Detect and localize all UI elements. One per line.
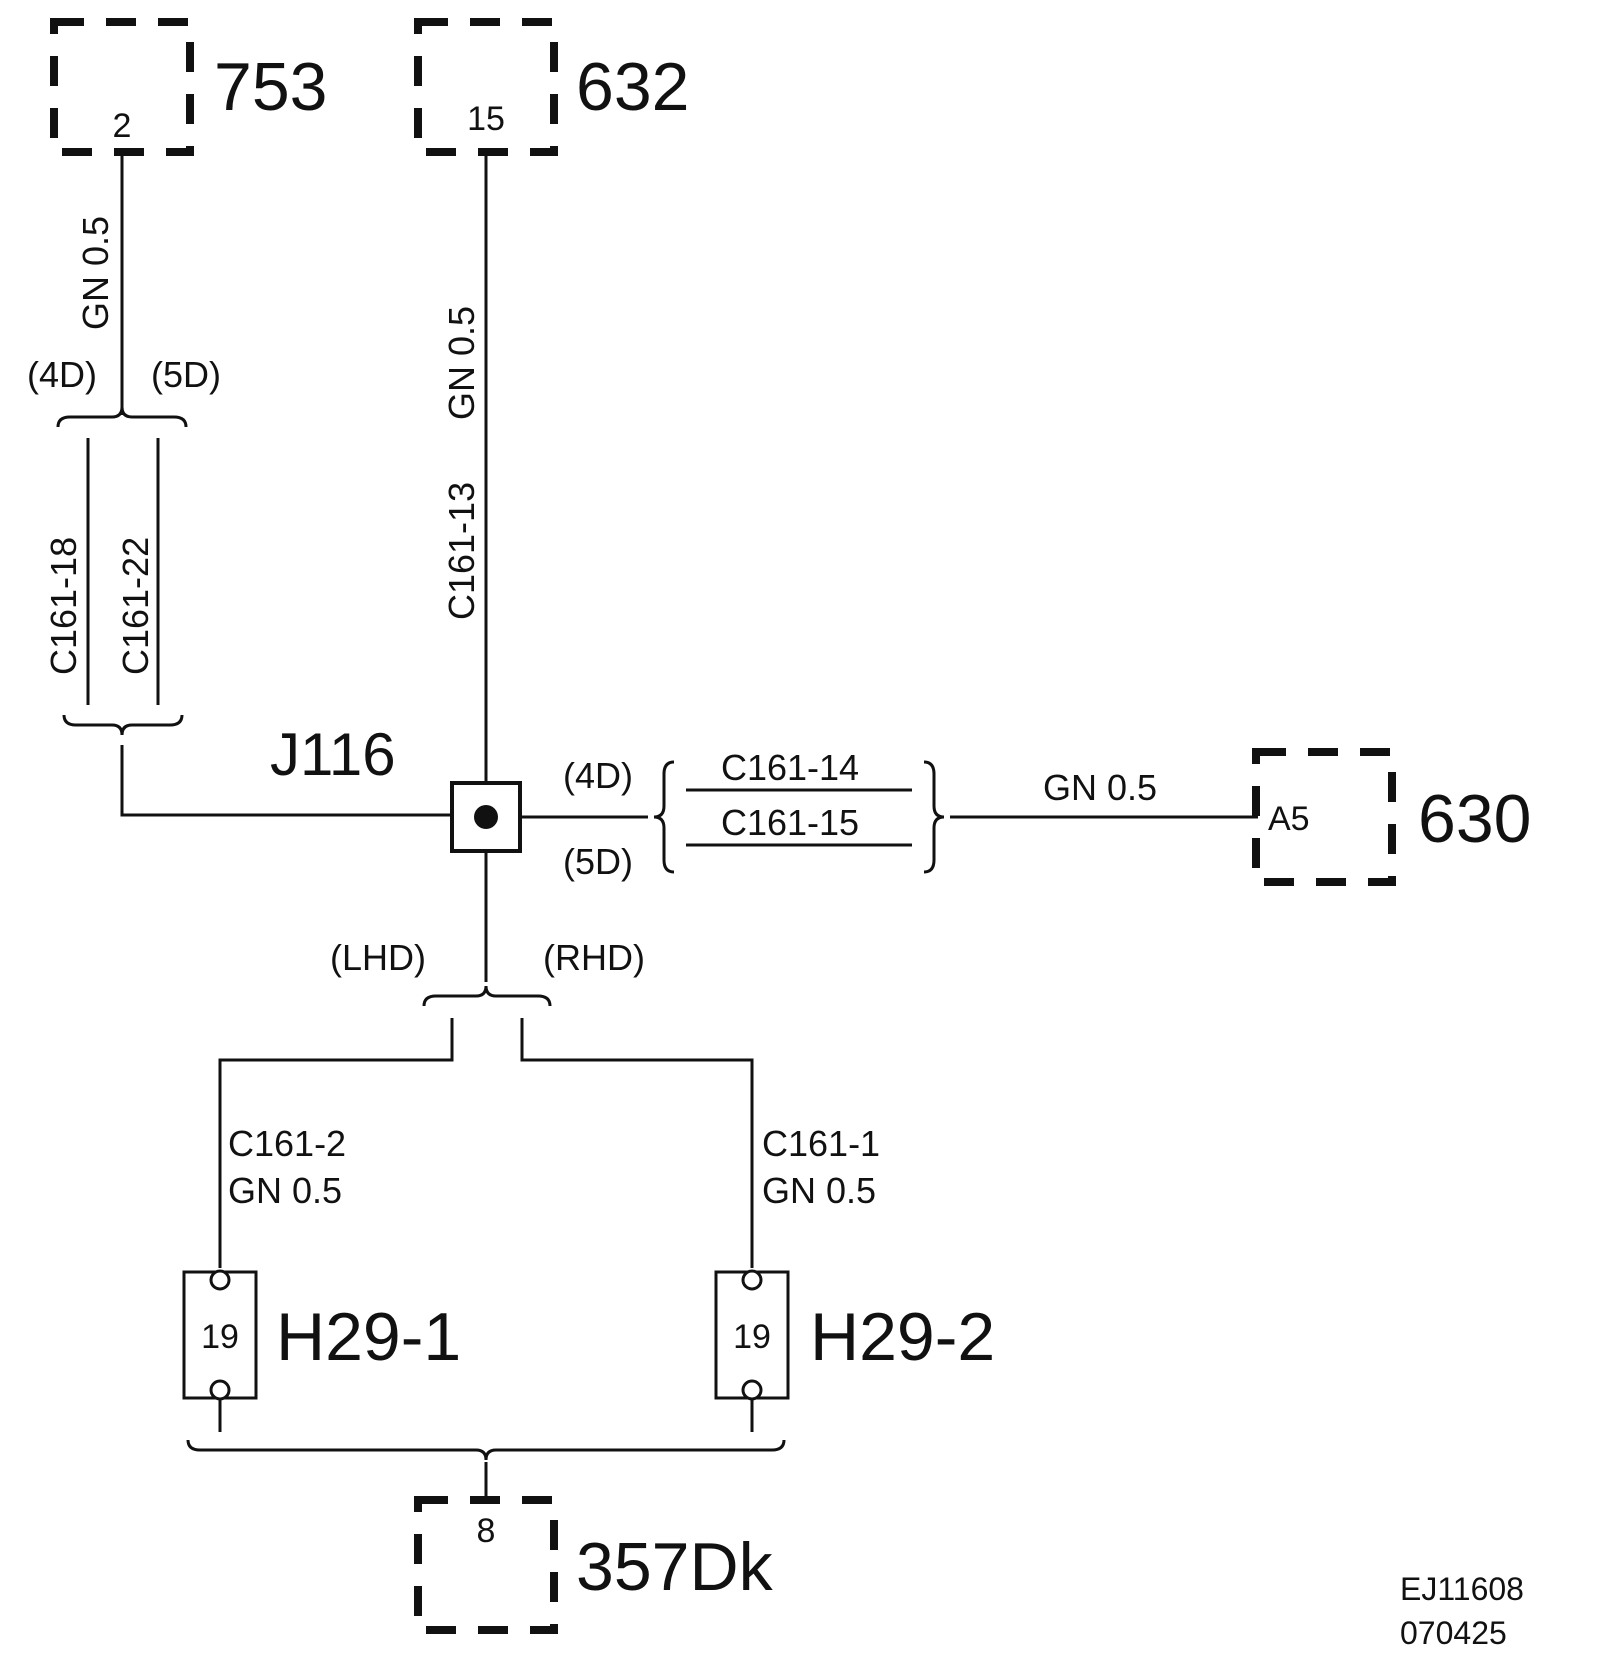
wire-to-h29-1 <box>218 1018 454 1268</box>
component-h29-2: 19 H29-2 <box>714 1269 995 1401</box>
connector-357dk-outline <box>414 1496 558 1634</box>
right-branch-right-brace <box>923 760 945 874</box>
variant-right-5d: (5D) <box>563 841 633 882</box>
variant-left-4d: (4D) <box>27 354 97 395</box>
variant-lhd: (LHD) <box>330 937 426 978</box>
connector-632-pin: 15 <box>467 100 505 138</box>
component-h29-1-terminal-top <box>209 1269 231 1291</box>
wire-632-circuit: C161-13 <box>441 482 482 620</box>
left-branch-top-brace <box>56 406 188 428</box>
variant-rhd: (RHD) <box>543 937 645 978</box>
connector-632: 15 632 <box>414 18 689 156</box>
document-code: EJ11608 <box>1400 1571 1524 1607</box>
junction-dot <box>474 805 498 829</box>
connector-357dk-pin: 8 <box>477 1512 496 1550</box>
left-branch-5d-label: C161-22 <box>115 537 156 675</box>
component-h29-1-terminal-bottom <box>209 1379 231 1401</box>
left-branch-bottom-brace <box>62 714 184 736</box>
component-h29-2-label: H29-2 <box>810 1299 995 1375</box>
connector-753-label: 753 <box>214 49 327 125</box>
junction-j116: J116 <box>270 721 522 853</box>
component-h29-1: 19 H29-1 <box>182 1269 461 1401</box>
ground-brace <box>186 1439 786 1461</box>
component-h29-2-pin: 19 <box>733 1318 771 1356</box>
component-h29-1-label: H29-1 <box>276 1299 461 1375</box>
connector-357dk-label: 357Dk <box>576 1529 774 1605</box>
connector-630-pin: A5 <box>1268 800 1310 838</box>
junction-label: J116 <box>270 721 396 788</box>
wire-h29-1-spec: GN 0.5 <box>228 1170 342 1211</box>
right-branch-4d-label: C161-14 <box>721 747 859 788</box>
wire-632-spec: GN 0.5 <box>441 306 482 420</box>
component-h29-2-terminal-bottom <box>741 1379 763 1401</box>
connector-630-label: 630 <box>1418 781 1531 857</box>
variant-left-5d: (5D) <box>151 354 221 395</box>
connector-753-pin: 2 <box>113 107 132 145</box>
lhd-rhd-brace <box>422 985 552 1007</box>
wire-h29-2-spec: GN 0.5 <box>762 1170 876 1211</box>
right-branch-5d-label: C161-15 <box>721 802 859 843</box>
wire-left-to-junction <box>120 745 470 817</box>
connector-753: 2 753 <box>50 18 327 156</box>
connector-632-label: 632 <box>576 49 689 125</box>
connector-630: A5 630 <box>1252 748 1531 886</box>
wire-h29-2-circuit: C161-1 <box>762 1123 880 1164</box>
connector-357dk: 8 357Dk <box>414 1496 774 1634</box>
wire-753-spec: GN 0.5 <box>75 216 116 330</box>
component-h29-1-pin: 19 <box>201 1318 239 1356</box>
document-date: 070425 <box>1400 1615 1507 1651</box>
wire-630-spec: GN 0.5 <box>1043 767 1157 808</box>
component-h29-2-body <box>714 1270 790 1400</box>
wire-to-h29-2 <box>520 1018 754 1268</box>
connector-630-outline <box>1252 748 1396 886</box>
left-branch-4d-label: C161-18 <box>43 537 84 675</box>
variant-right-4d: (4D) <box>563 755 633 796</box>
wire-h29-1-circuit: C161-2 <box>228 1123 346 1164</box>
right-branch-left-brace <box>653 760 675 874</box>
component-h29-2-terminal-top <box>741 1269 763 1291</box>
